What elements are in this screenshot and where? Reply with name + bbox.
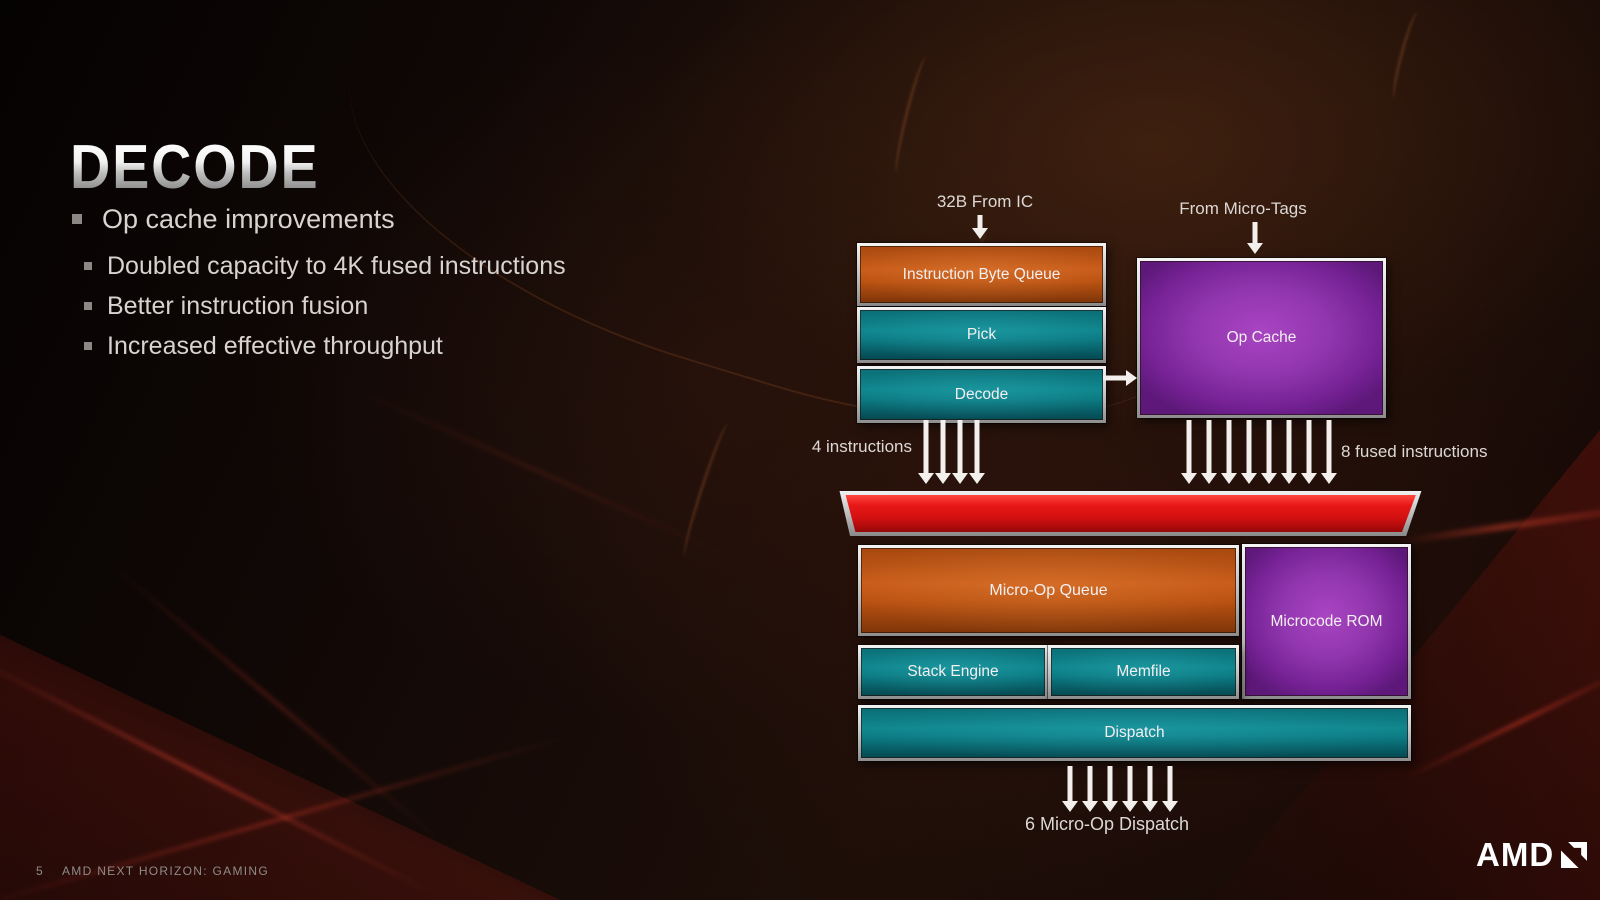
node-label: Op Cache [1226,329,1297,346]
node-pick: Pick [857,307,1106,363]
down-arrow-icon [954,420,966,484]
label-32b-from-ic: 32B From IC [936,192,1034,211]
down-arrow-icon [1164,766,1176,812]
background-scratch [678,421,735,559]
right-arrow-icon [1103,370,1137,386]
bullet-item: Doubled capacity to 4K fused instruction… [84,246,566,286]
background-scratch [890,55,933,175]
down-arrow-icon [1124,766,1136,812]
background-scratch [1388,9,1425,101]
label-4-instructions: 4 instructions [811,437,912,456]
down-arrow-icon [1084,766,1096,812]
down-arrow-icon [1223,420,1235,484]
bullet-marker-icon [84,262,92,270]
dispatch-output-arrows [1064,766,1176,812]
bullet-text: Doubled capacity to 4K fused instruction… [107,252,566,280]
op-cache-output-arrows [1183,420,1335,484]
label-8-fused-instructions: 8 fused instructions [1341,442,1488,461]
down-arrow-icon [974,215,986,239]
node-decode: Decode [857,366,1106,423]
down-arrow-icon [1303,420,1315,484]
down-arrow-icon [1183,420,1195,484]
node-instruction-byte-queue: Instruction Byte Queue [857,243,1106,306]
node-label: Microcode ROM [1270,612,1383,630]
down-arrow-icon [1144,766,1156,812]
decode-output-arrows [920,420,983,484]
node-memfile: Memfile [1048,645,1239,699]
node-dispatch: Dispatch [858,705,1411,761]
background-red-shape-left [0,634,560,900]
amd-arrow-icon [1561,842,1588,868]
down-arrow-icon [937,420,949,484]
node-label: Decode [954,385,1009,403]
bullet-marker-icon [84,302,92,310]
footer-text: AMD NEXT HORIZON: GAMING [62,864,269,878]
node-microcode-rom: Microcode ROM [1242,544,1411,699]
node-op-cache: Op Cache [1137,258,1386,418]
label-from-micro-tags: From Micro-Tags [1179,199,1307,218]
node-label: Memfile [1116,663,1171,680]
background-red-streak [347,384,733,560]
down-arrow-icon [1283,420,1295,484]
amd-logo: AMD [1476,836,1588,873]
bullet-text: Better instruction fusion [107,292,369,320]
node-label: Micro-Op Queue [989,581,1108,599]
down-arrow-icon [1104,766,1116,812]
bullet-text: Increased effective throughput [107,332,443,360]
node-label: Stack Engine [907,663,999,680]
node-label: Dispatch [1104,724,1165,741]
node-stack-engine: Stack Engine [858,645,1048,699]
down-arrow-icon [1243,420,1255,484]
down-arrow-icon [1249,222,1261,254]
bullet-marker-icon [84,342,92,350]
bullet-marker-icon [72,214,82,224]
arrow-from-ic [974,215,986,239]
down-arrow-icon [1323,420,1335,484]
arrow-from-micro-tags [1249,222,1261,254]
bullet-list: Op cache improvements Doubled capacity t… [72,201,566,366]
label-6-micro-op-dispatch: 6 Micro-Op Dispatch [1024,814,1190,834]
down-arrow-icon [920,420,932,484]
amd-logo-text: AMD [1476,836,1555,873]
bullet-item: Better instruction fusion [84,286,566,326]
node-label: Instruction Byte Queue [902,265,1061,283]
mux-bar-fill [845,495,1416,532]
bullet-text: Op cache improvements [102,204,395,234]
background-red-streak [0,654,433,894]
bullet-item: Op cache improvements [72,201,566,237]
node-micro-op-queue: Micro-Op Queue [858,545,1239,636]
down-arrow-icon [1263,420,1275,484]
mux-bar [839,491,1422,536]
background-red-streak [1398,506,1600,545]
background-red-streak [1402,663,1600,781]
background-red-streak [109,562,441,842]
down-arrow-icon [1064,766,1076,812]
page-number: 5 [36,864,43,878]
slide-title: DECODE [70,132,320,202]
node-label: Pick [966,326,997,343]
bullet-item: Increased effective throughput [84,326,566,366]
down-arrow-icon [971,420,983,484]
down-arrow-icon [1203,420,1215,484]
